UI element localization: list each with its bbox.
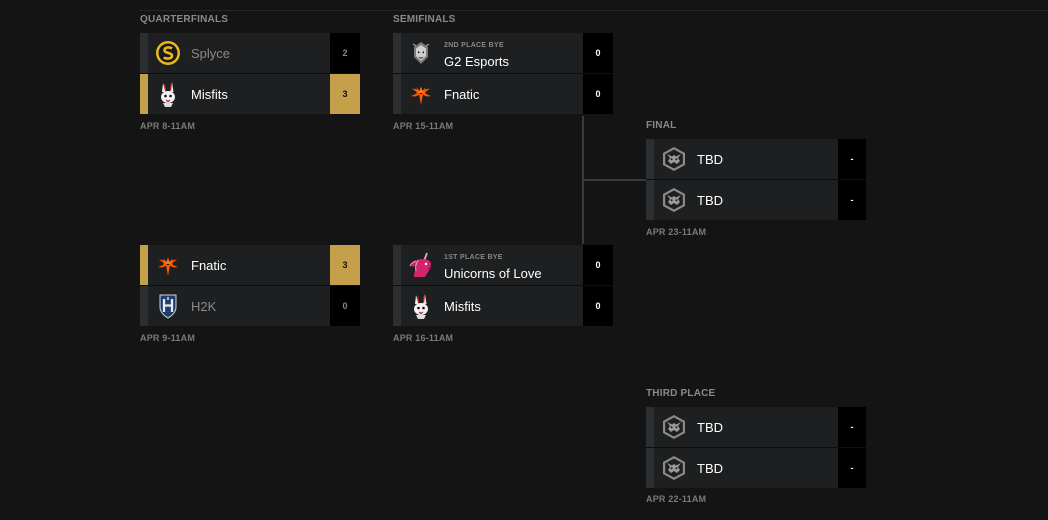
team-score: 0 xyxy=(583,33,613,73)
misfits-logo-icon xyxy=(154,80,182,108)
stage-label-semifinals: SEMIFINALS xyxy=(393,14,456,25)
match-date: APR 8-11AM xyxy=(140,121,196,131)
splyce-logo-icon xyxy=(154,39,182,67)
match-quarterfinal-1[interactable]: Splyce 2 Misfits 3 xyxy=(140,33,360,114)
stage-label-third-place: THIRD PLACE xyxy=(646,388,716,399)
team-name: TBD xyxy=(697,420,723,435)
misfits-logo-icon xyxy=(407,292,435,320)
result-indicator xyxy=(646,448,654,488)
result-indicator xyxy=(393,245,401,285)
match-quarterfinal-2[interactable]: Fnatic 3 H2K 0 xyxy=(140,245,360,326)
stage-label-final: FINAL xyxy=(646,120,677,131)
match-date: APR 22-11AM xyxy=(646,494,707,504)
h2k-logo-icon xyxy=(154,292,182,320)
team-score: 0 xyxy=(583,286,613,326)
unicorns-logo-icon xyxy=(407,251,435,279)
match-date: APR 9-11AM xyxy=(140,333,196,343)
result-indicator xyxy=(393,74,401,114)
team-score: - xyxy=(838,407,866,447)
team-row[interactable]: Splyce 2 xyxy=(140,33,360,74)
tbd-logo-icon xyxy=(660,413,688,441)
bracket-connector-horizontal xyxy=(584,179,646,181)
team-score: 2 xyxy=(330,33,360,73)
team-row[interactable]: TBD - xyxy=(646,448,866,488)
team-score: 0 xyxy=(330,286,360,326)
team-score: 0 xyxy=(583,74,613,114)
result-indicator xyxy=(646,180,654,220)
fnatic-logo-icon xyxy=(154,251,182,279)
team-score: - xyxy=(838,180,866,220)
team-row[interactable]: Fnatic 0 xyxy=(393,74,613,114)
g2-logo-icon xyxy=(407,39,435,67)
fnatic-logo-icon xyxy=(407,80,435,108)
team-score: 3 xyxy=(330,74,360,114)
team-row[interactable]: Fnatic 3 xyxy=(140,245,360,286)
match-date: APR 15-11AM xyxy=(393,121,454,131)
team-score: - xyxy=(838,448,866,488)
tbd-logo-icon xyxy=(660,186,688,214)
team-score: 0 xyxy=(583,245,613,285)
header-divider xyxy=(140,10,1048,11)
team-score: 3 xyxy=(330,245,360,285)
team-name: Fnatic xyxy=(444,87,480,102)
stage-label-quarterfinals: QUARTERFINALS xyxy=(140,14,229,25)
team-row[interactable]: H2K 0 xyxy=(140,286,360,326)
match-semifinal-2[interactable]: 1ST PLACE BYE Unicorns of Love 0 Misfits… xyxy=(393,245,613,326)
bracket-connector-vertical xyxy=(582,116,584,244)
team-score: - xyxy=(838,139,866,179)
winner-indicator xyxy=(140,245,148,285)
result-indicator xyxy=(646,139,654,179)
bye-label: 1ST PLACE BYE xyxy=(444,254,503,261)
bye-label: 2ND PLACE BYE xyxy=(444,42,504,49)
result-indicator xyxy=(646,407,654,447)
result-indicator xyxy=(140,286,148,326)
team-name: TBD xyxy=(697,461,723,476)
team-row[interactable]: Misfits 0 xyxy=(393,286,613,326)
team-row[interactable]: TBD - xyxy=(646,407,866,448)
team-row[interactable]: TBD - xyxy=(646,139,866,180)
team-name: G2 Esports xyxy=(444,54,510,69)
winner-indicator xyxy=(140,74,148,114)
team-name: Fnatic xyxy=(191,258,227,273)
team-name: Unicorns of Love xyxy=(444,266,542,281)
team-name: Misfits xyxy=(444,299,481,314)
tbd-logo-icon xyxy=(660,145,688,173)
team-name: H2K xyxy=(191,299,217,314)
result-indicator xyxy=(393,286,401,326)
match-semifinal-1[interactable]: 2ND PLACE BYE G2 Esports 0 Fnatic 0 xyxy=(393,33,613,114)
tbd-logo-icon xyxy=(660,454,688,482)
match-date: APR 23-11AM xyxy=(646,227,707,237)
team-row[interactable]: TBD - xyxy=(646,180,866,220)
match-date: APR 16-11AM xyxy=(393,333,454,343)
match-final[interactable]: TBD - TBD - xyxy=(646,139,866,220)
team-row[interactable]: 2ND PLACE BYE G2 Esports 0 xyxy=(393,33,613,74)
team-name: Splyce xyxy=(191,46,231,61)
team-name: TBD xyxy=(697,152,723,167)
result-indicator xyxy=(393,33,401,73)
team-row[interactable]: 1ST PLACE BYE Unicorns of Love 0 xyxy=(393,245,613,286)
match-third-place[interactable]: TBD - TBD - xyxy=(646,407,866,488)
team-name: Misfits xyxy=(191,87,228,102)
result-indicator xyxy=(140,33,148,73)
team-row[interactable]: Misfits 3 xyxy=(140,74,360,114)
team-name: TBD xyxy=(697,193,723,208)
